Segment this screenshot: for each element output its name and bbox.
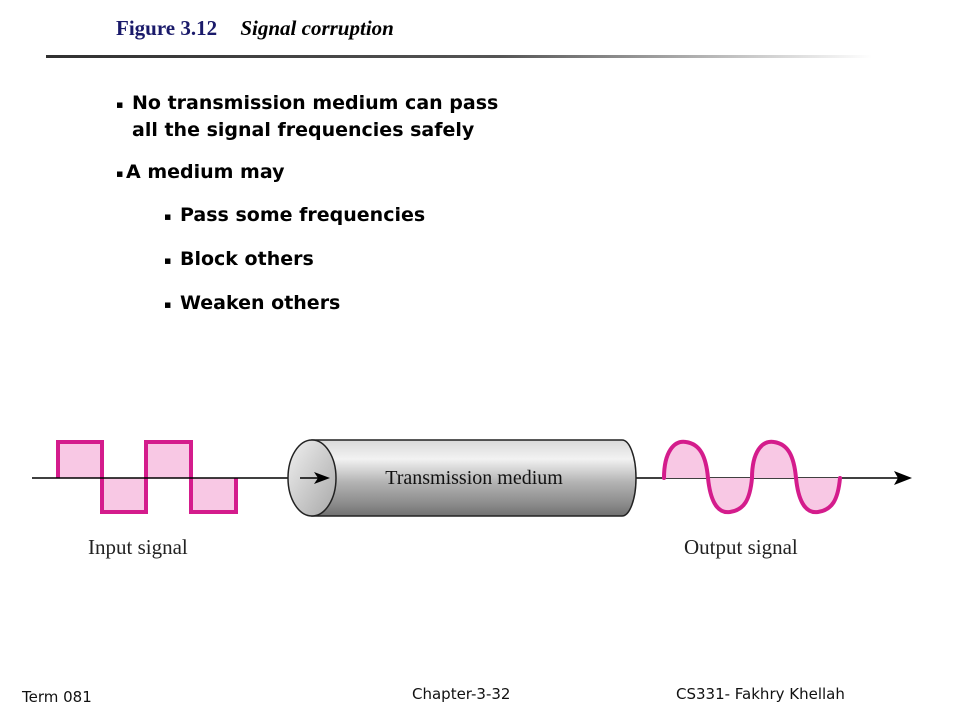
footer-term: Term 081	[22, 688, 92, 706]
figure-caption: Signal corruption	[240, 16, 394, 40]
medium-label: Transmission medium	[385, 467, 563, 489]
output-wave-line	[662, 439, 842, 515]
cylinder-body	[311, 439, 637, 517]
wave-fill-neg	[102, 478, 146, 512]
title-underline	[46, 55, 872, 58]
wave-fill-pos	[664, 441, 708, 478]
sub-bullet-text: Pass some frequencies	[180, 204, 426, 226]
wave-fill-pos	[752, 441, 796, 478]
output-signal-label: Output signal	[684, 535, 798, 559]
wave-fill-neg	[708, 478, 752, 513]
input-wave-line	[56, 440, 238, 514]
bullet-marker-icon: ▪	[164, 254, 172, 267]
input-square-wave	[56, 440, 238, 514]
bullet-marker-icon: ▪	[116, 167, 124, 180]
sub-bullet-item: ▪ Weaken others	[164, 290, 516, 318]
transmission-medium-cylinder: Transmission medium	[287, 439, 637, 517]
wave-fill-neg	[796, 478, 840, 513]
bullet-marker-icon: ▪	[164, 210, 172, 223]
arrow-right-icon	[894, 471, 912, 485]
wave-fill-pos	[58, 442, 102, 478]
figure-title: Figure 3.12 Signal corruption	[116, 16, 394, 41]
bullet-item: ▪ A medium may	[116, 159, 516, 187]
bullet-marker-icon: ▪	[116, 98, 124, 111]
bullet-marker-icon: ▪	[164, 298, 172, 311]
cap-arrow-icon	[314, 472, 330, 484]
wave-fill-neg	[191, 478, 236, 512]
sub-bullet-text: Block others	[180, 248, 314, 270]
wave-fill-pos	[146, 442, 191, 478]
output-distorted-wave	[662, 439, 842, 515]
bullet-item: ▪ No transmission medium can pass all th…	[116, 90, 516, 144]
input-signal-label: Input signal	[88, 535, 188, 559]
sub-bullet-item: ▪ Block others	[164, 246, 516, 274]
bullet-text: No transmission medium can pass all the …	[132, 92, 499, 141]
sub-bullet-item: ▪ Pass some frequencies	[164, 202, 516, 230]
footer-author: CS331- Fakhry Khellah	[676, 685, 845, 703]
figure-number: Figure 3.12	[116, 16, 218, 40]
sub-bullet-text: Weaken others	[180, 292, 341, 314]
bullet-list: ▪ No transmission medium can pass all th…	[116, 90, 516, 334]
footer-chapter: Chapter-3-32	[412, 685, 511, 703]
bullet-text: A medium may	[126, 161, 285, 183]
